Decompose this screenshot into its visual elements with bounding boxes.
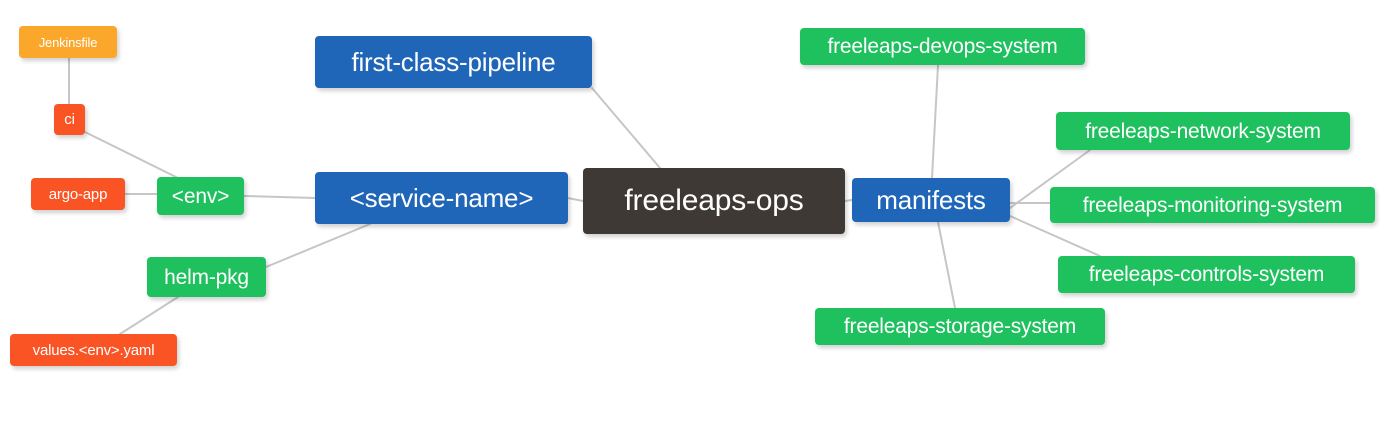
mindmap-node-freeleaps-monitoring-system[interactable]: freeleaps-monitoring-system: [1050, 187, 1375, 223]
mindmap-node-freeleaps-controls-system[interactable]: freeleaps-controls-system: [1058, 256, 1355, 293]
edge-manifests-to-freeleaps-devops-system: [931, 64, 939, 179]
mindmap-node-label: freeleaps-ops: [624, 184, 804, 217]
mindmap-node-label: helm-pkg: [164, 265, 249, 289]
edge-freeleaps-ops-to-service-name: [567, 197, 584, 202]
mindmap-node-freeleaps-storage-system[interactable]: freeleaps-storage-system: [815, 308, 1105, 345]
edge-service-name-to-env: [243, 195, 316, 199]
mindmap-node-label: argo-app: [48, 185, 108, 203]
mindmap-node-values-env-yaml[interactable]: values.<env>.yaml: [10, 334, 177, 366]
mindmap-node-ci[interactable]: ci: [54, 104, 85, 135]
mindmap-node-freeleaps-network-system[interactable]: freeleaps-network-system: [1056, 112, 1350, 150]
edge-freeleaps-ops-to-first-class-pipeline: [591, 87, 661, 169]
mindmap-node-manifests[interactable]: manifests: [852, 178, 1010, 222]
mindmap-node-freeleaps-ops[interactable]: freeleaps-ops: [583, 168, 845, 234]
edge-service-name-to-helm-pkg: [265, 223, 371, 268]
mindmap-node-jenkinsfile[interactable]: Jenkinsfile: [19, 26, 117, 58]
mindmap-node-label: manifests: [876, 185, 986, 215]
mindmap-node-label: freeleaps-monitoring-system: [1082, 193, 1343, 217]
edge-helm-pkg-to-values-env-yaml: [119, 296, 179, 335]
mindmap-node-label: <service-name>: [349, 183, 534, 213]
mindmap-node-first-class-pipeline[interactable]: first-class-pipeline: [315, 36, 592, 88]
mindmap-node-label: Jenkinsfile: [38, 34, 98, 50]
mindmap-node-label: freeleaps-network-system: [1085, 119, 1321, 143]
mindmap-node-env[interactable]: <env>: [157, 177, 244, 215]
edge-manifests-to-freeleaps-storage-system: [937, 221, 956, 309]
mindmap-node-label: ci: [64, 111, 75, 128]
mindmap-node-helm-pkg[interactable]: helm-pkg: [147, 257, 266, 297]
mindmap-node-service-name[interactable]: <service-name>: [315, 172, 568, 224]
mindmap-node-label: freeleaps-controls-system: [1088, 263, 1325, 286]
mindmap-node-freeleaps-devops-system[interactable]: freeleaps-devops-system: [800, 28, 1085, 65]
mindmap-node-label: values.<env>.yaml: [32, 341, 155, 359]
mindmap-node-label: <env>: [171, 184, 230, 208]
mindmap-node-label: first-class-pipeline: [351, 47, 556, 77]
mindmap-node-argo-app[interactable]: argo-app: [31, 178, 125, 210]
edge-env-to-ci: [84, 131, 183, 181]
mindmap-node-label: freeleaps-devops-system: [827, 35, 1058, 58]
edge-freeleaps-ops-to-manifests: [844, 199, 853, 202]
mindmap-node-label: freeleaps-storage-system: [843, 315, 1077, 338]
